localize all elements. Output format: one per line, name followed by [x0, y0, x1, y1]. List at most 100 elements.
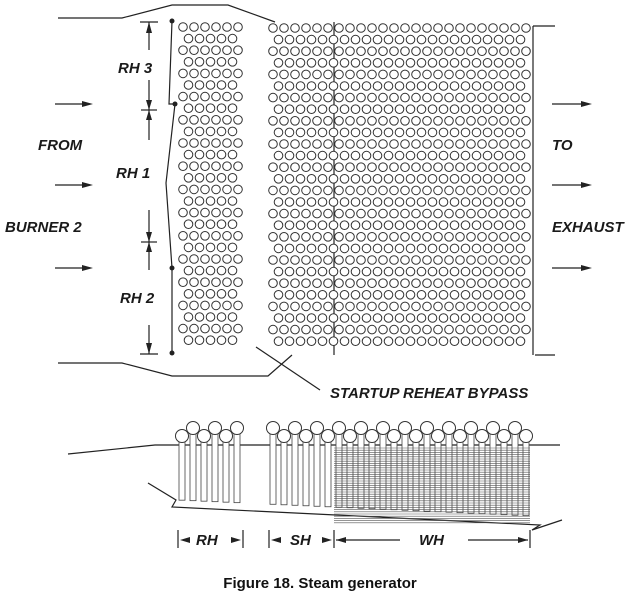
tube-circle	[205, 33, 216, 44]
header-drum	[299, 429, 313, 443]
tube-circle	[317, 290, 328, 300]
tube-circle	[504, 81, 515, 91]
tube-circle	[416, 290, 427, 300]
tube-circle	[378, 278, 388, 289]
tube-circle	[477, 23, 487, 33]
tube-circle	[334, 232, 344, 242]
tube-circle	[361, 81, 372, 91]
side-tube	[412, 435, 420, 512]
tube-circle	[183, 173, 194, 183]
tube-circle	[405, 266, 416, 277]
tube-circle	[521, 324, 531, 335]
label-wh-section: WH	[419, 532, 445, 549]
tube-circle	[438, 220, 449, 230]
tube-circle	[411, 69, 421, 80]
tube-circle	[205, 196, 216, 206]
tube-circle	[482, 336, 493, 347]
tube-circle	[471, 58, 482, 68]
tube-circle	[268, 162, 278, 172]
tube-circle	[183, 126, 194, 137]
header-drum	[288, 421, 302, 435]
tube-circle	[216, 312, 227, 322]
tube-circle	[312, 278, 322, 289]
tube-circle	[460, 34, 471, 45]
tube-circle	[394, 290, 405, 300]
tube-circle	[372, 81, 383, 91]
tube-circle	[433, 162, 443, 172]
tube-circle	[427, 34, 438, 45]
tube-circle	[284, 81, 295, 91]
tube-circle	[422, 301, 432, 312]
tube-circle	[510, 162, 520, 172]
tube-circle	[367, 208, 377, 219]
tube-circle	[301, 162, 311, 172]
tube-circle	[334, 255, 344, 265]
side-tube	[200, 435, 208, 502]
tube-circle	[504, 290, 515, 300]
tube-circle	[449, 290, 460, 300]
tube-circle	[405, 34, 416, 45]
tube-circle	[427, 104, 438, 114]
tube-circle	[438, 174, 449, 184]
tube-circle	[499, 139, 509, 149]
tube-circle	[183, 219, 194, 229]
tube-circle	[312, 92, 322, 103]
tube-circle	[189, 161, 199, 171]
tube-circle	[394, 127, 405, 138]
tube-circle	[449, 336, 460, 347]
header-drum	[354, 421, 368, 435]
tube-circle	[222, 68, 232, 79]
tube-circle	[427, 313, 438, 323]
tube-circle	[222, 207, 232, 218]
tube-circle	[295, 58, 306, 68]
tube-circle	[449, 127, 460, 138]
tube-circle	[389, 278, 399, 289]
tube-circle	[361, 290, 372, 300]
tube-circle	[328, 34, 339, 45]
tube-circle	[455, 162, 465, 172]
tube-circle	[301, 301, 311, 312]
tube-circle	[189, 22, 199, 32]
tube-circle	[178, 138, 188, 148]
tube-circle	[400, 46, 410, 57]
tube-circle	[211, 22, 221, 32]
tube-circle	[438, 58, 449, 68]
tube-circle	[306, 127, 317, 138]
tube-circle	[222, 184, 232, 195]
tube-circle	[361, 197, 372, 207]
tube-circle	[455, 92, 465, 103]
tube-circle	[405, 336, 416, 347]
tube-circle	[334, 92, 344, 103]
tube-circle	[290, 255, 300, 265]
tube-circle	[372, 174, 383, 184]
tube-circle	[427, 336, 438, 347]
tube-circle	[328, 220, 339, 230]
tube-circle	[317, 174, 328, 184]
tube-circle	[290, 92, 300, 103]
tube-circle	[189, 323, 199, 334]
tube-circle	[499, 301, 509, 312]
tube-circle	[361, 243, 372, 254]
tube-circle	[306, 220, 317, 230]
tube-circle	[449, 313, 460, 323]
tube-circle	[416, 336, 427, 347]
tube-circle	[222, 22, 232, 32]
tube-circle	[499, 162, 509, 172]
tube-circle	[521, 185, 531, 196]
tube-circle	[339, 104, 350, 114]
tube-circle	[279, 116, 289, 126]
tube-circle	[222, 115, 232, 125]
tube-circle	[301, 255, 311, 265]
tube-circle	[493, 174, 504, 184]
tube-circle	[268, 69, 278, 80]
tube-circle	[356, 162, 366, 172]
tube-circle	[194, 335, 205, 346]
tube-circle	[350, 81, 361, 91]
tube-circle	[306, 336, 317, 347]
tube-circle	[444, 23, 454, 33]
tube-circle	[339, 290, 350, 300]
tube-circle	[345, 208, 355, 219]
tube-circle	[317, 150, 328, 161]
tube-circle	[312, 162, 322, 172]
tube-circle	[499, 185, 509, 196]
